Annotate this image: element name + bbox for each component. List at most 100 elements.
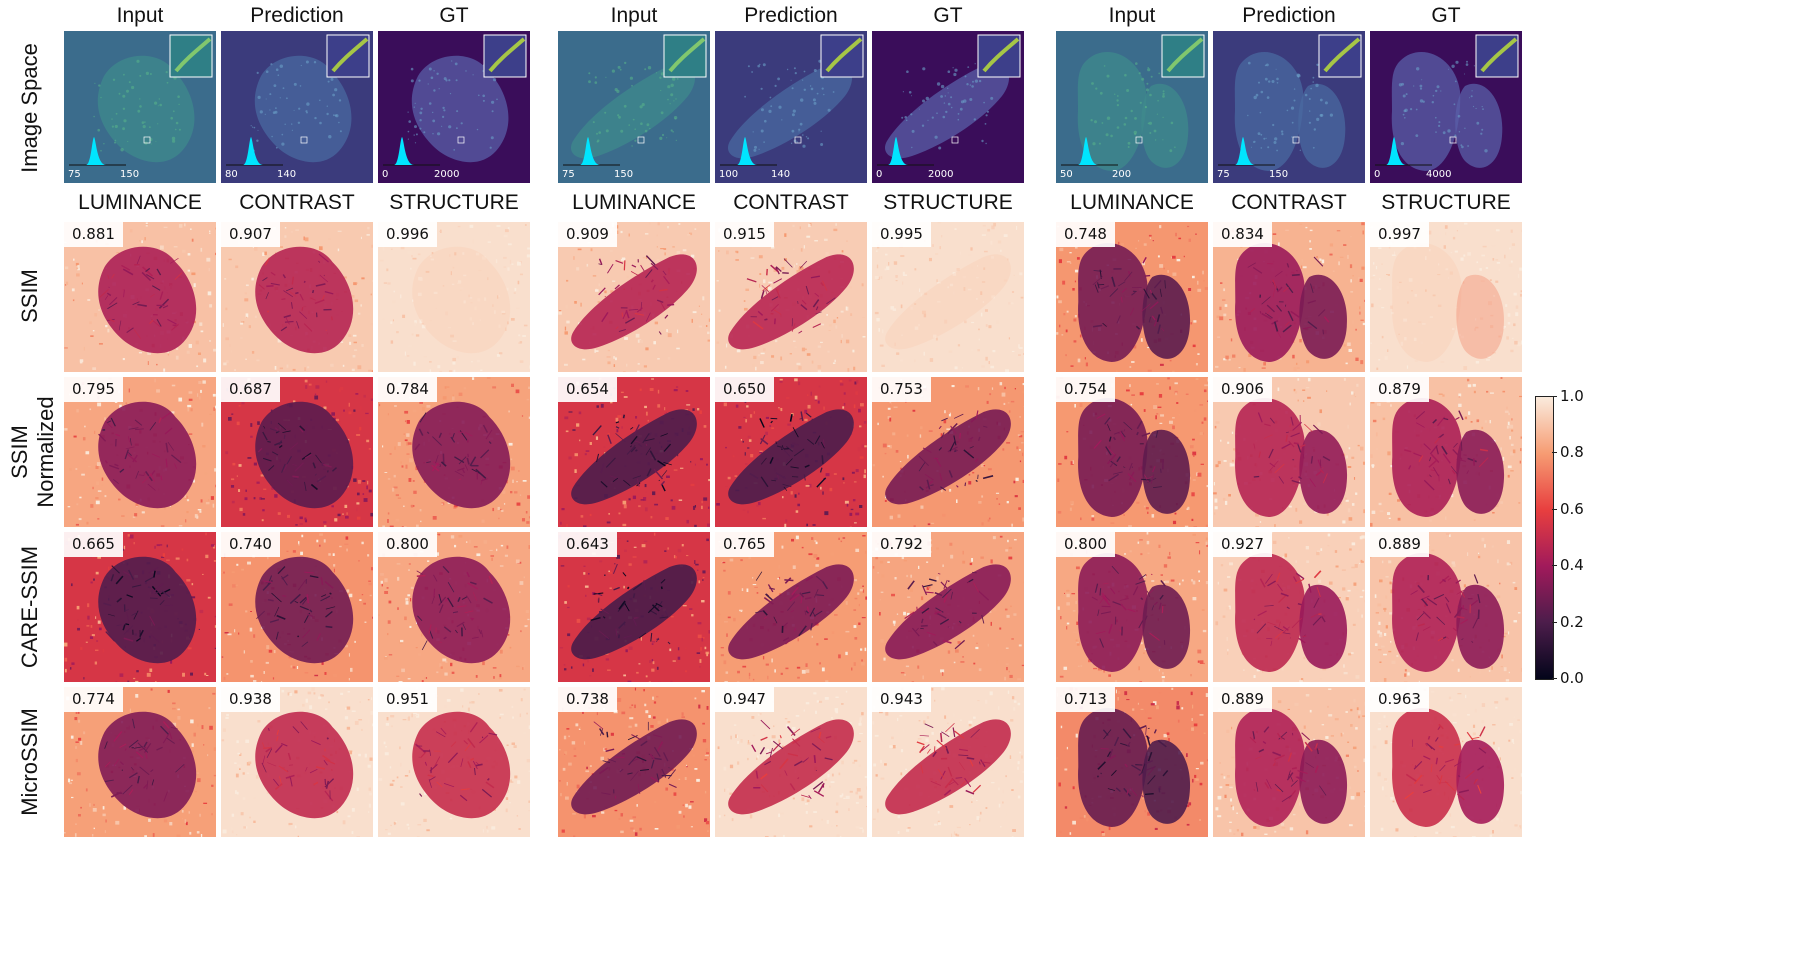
metric-map-tile: 0.654	[558, 377, 710, 527]
histogram-tick-label: 100	[719, 169, 739, 180]
histogram-tick-label: 150	[120, 169, 140, 180]
metric-value: 0.938	[221, 687, 280, 712]
colorbar-tick-mark	[1552, 452, 1557, 454]
similarity-map	[1370, 687, 1522, 837]
metric-map-tile: 0.748	[1056, 222, 1208, 372]
metric-map-tile: 0.909	[558, 222, 710, 372]
metric-map-tile: 0.915	[715, 222, 867, 372]
metric-value: 0.740	[221, 532, 280, 557]
metric-map-tile: 0.784	[378, 377, 530, 527]
similarity-map	[1056, 222, 1208, 372]
metric-value: 0.995	[872, 222, 931, 247]
microscopy-image	[872, 31, 1024, 183]
column-header-component: CONTRAST	[1231, 191, 1347, 214]
column-header-component: STRUCTURE	[1381, 191, 1511, 214]
column-header-component: LUMINANCE	[1070, 191, 1194, 214]
similarity-map	[715, 532, 867, 682]
histogram-tick-label: 140	[771, 169, 791, 180]
microscopy-image	[558, 31, 710, 183]
metric-value: 0.947	[715, 687, 774, 712]
histogram-tick-label: 150	[1269, 169, 1289, 180]
metric-value: 0.889	[1213, 687, 1272, 712]
metric-value: 0.906	[1213, 377, 1272, 402]
metric-map-tile: 0.713	[1056, 687, 1208, 837]
similarity-map	[1370, 532, 1522, 682]
column-header-image: GT	[933, 4, 963, 27]
similarity-map	[64, 377, 216, 527]
row-label-ssim: SSIM	[17, 269, 42, 323]
microscopy-image	[378, 31, 530, 183]
histogram-tick-label: 75	[68, 169, 81, 180]
column-header-image: Input	[116, 4, 164, 27]
column-header-component: CONTRAST	[733, 191, 849, 214]
column-header-image: GT	[1431, 4, 1461, 27]
column-header-image: Input	[610, 4, 658, 27]
metric-value: 0.665	[64, 532, 123, 557]
metric-value: 0.800	[1056, 532, 1115, 557]
colorbar-tick-label: 0.0	[1560, 669, 1584, 687]
column-header-component: STRUCTURE	[389, 191, 519, 214]
metric-map-tile: 0.643	[558, 532, 710, 682]
metric-map-tile: 0.795	[64, 377, 216, 527]
metric-map-tile: 0.907	[221, 222, 373, 372]
metric-value: 0.643	[558, 532, 617, 557]
colorbar-tick-label: 1.0	[1560, 387, 1584, 405]
similarity-map	[64, 222, 216, 372]
similarity-map	[872, 532, 1024, 682]
similarity-map	[1213, 377, 1365, 527]
row-label-image-space: Image Space	[17, 43, 42, 173]
metric-map-tile: 0.889	[1370, 532, 1522, 682]
colorbar-tick-mark	[1552, 396, 1557, 397]
column-header-image: GT	[439, 4, 469, 27]
metric-map-tile: 0.951	[378, 687, 530, 837]
metric-map-tile: 0.834	[1213, 222, 1365, 372]
histogram-tick-label: 0	[876, 169, 883, 180]
similarity-map	[558, 222, 710, 372]
histogram-tick-label: 75	[562, 169, 575, 180]
metric-map-tile: 0.753	[872, 377, 1024, 527]
similarity-map	[378, 377, 530, 527]
similarity-map	[64, 532, 216, 682]
metric-value: 0.654	[558, 377, 617, 402]
similarity-map	[1213, 687, 1365, 837]
similarity-map	[64, 687, 216, 837]
column-header-component: STRUCTURE	[883, 191, 1013, 214]
metric-value: 0.889	[1370, 532, 1429, 557]
column-header-image: Prediction	[1242, 4, 1336, 27]
metric-value: 0.784	[378, 377, 437, 402]
metric-map-tile: 0.879	[1370, 377, 1522, 527]
colorbar-tick-label: 0.2	[1560, 612, 1584, 631]
metric-value: 0.963	[1370, 687, 1429, 712]
similarity-map	[1213, 222, 1365, 372]
histogram-tick-label: 75	[1217, 169, 1230, 180]
metric-value: 0.879	[1370, 377, 1429, 402]
metric-map-tile: 0.943	[872, 687, 1024, 837]
column-header-image: Prediction	[744, 4, 838, 27]
column-header-image: Input	[1108, 4, 1156, 27]
metric-value: 0.927	[1213, 532, 1272, 557]
metric-map-tile: 0.996	[378, 222, 530, 372]
histogram-tick-label: 150	[614, 169, 634, 180]
metric-map-tile: 0.740	[221, 532, 373, 682]
metric-map-tile: 0.906	[1213, 377, 1365, 527]
microscopy-image	[1213, 31, 1365, 183]
similarity-map	[872, 222, 1024, 372]
metric-value: 0.909	[558, 222, 617, 247]
metric-value: 0.996	[378, 222, 437, 247]
colorbar-tick-mark	[1552, 508, 1557, 510]
histogram-tick-label: 0	[382, 169, 389, 180]
metric-map-tile: 0.774	[64, 687, 216, 837]
metric-map-tile: 0.963	[1370, 687, 1522, 837]
similarity-map	[1056, 532, 1208, 682]
metric-value: 0.951	[378, 687, 437, 712]
metric-value: 0.738	[558, 687, 617, 712]
metric-value: 0.792	[872, 532, 931, 557]
histogram-tick-label: 200	[1112, 169, 1132, 180]
metric-value: 0.943	[872, 687, 931, 712]
column-header-component: LUMINANCE	[78, 191, 202, 214]
similarity-map	[558, 687, 710, 837]
column-header-image: Prediction	[250, 4, 344, 27]
